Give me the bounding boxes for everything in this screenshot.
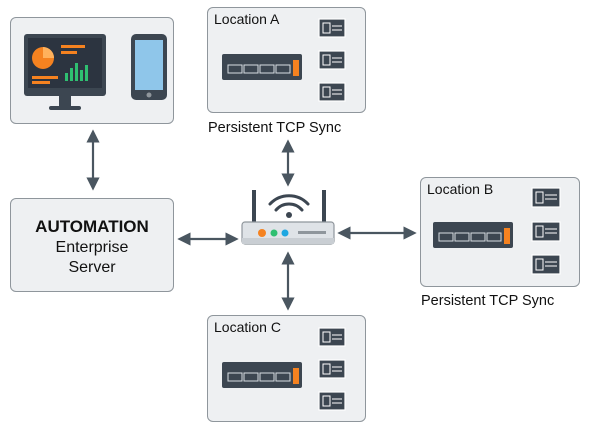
server-line-3: Server: [68, 259, 116, 276]
location-a-caption: Persistent TCP Sync: [208, 120, 342, 136]
terminal-device-icon: [531, 187, 561, 275]
network-switch-icon: [222, 54, 302, 80]
location-a-title: Location A: [214, 11, 280, 27]
location-a-box: Location A: [207, 7, 366, 113]
location-b-box: Location B: [420, 177, 580, 287]
network-switch-icon: [433, 222, 513, 248]
location-c-box: Location C: [207, 315, 366, 422]
location-b-title: Location B: [427, 181, 494, 197]
server-title: AUTOMATION: [35, 217, 149, 236]
monitor-dashboard-icon: [24, 34, 106, 110]
network-switch-icon: [222, 362, 302, 388]
client-devices-box: [10, 17, 174, 124]
server-line-2: Enterprise: [55, 239, 129, 256]
terminal-device-icon: [318, 327, 346, 411]
location-b-caption: Persistent TCP Sync: [421, 293, 555, 309]
terminal-device-icon: [318, 18, 346, 102]
location-c-title: Location C: [214, 319, 281, 335]
wifi-router-icon: [241, 190, 335, 245]
enterprise-server-box: AUTOMATION Enterprise Server: [10, 198, 174, 292]
smartphone-icon: [131, 34, 167, 100]
